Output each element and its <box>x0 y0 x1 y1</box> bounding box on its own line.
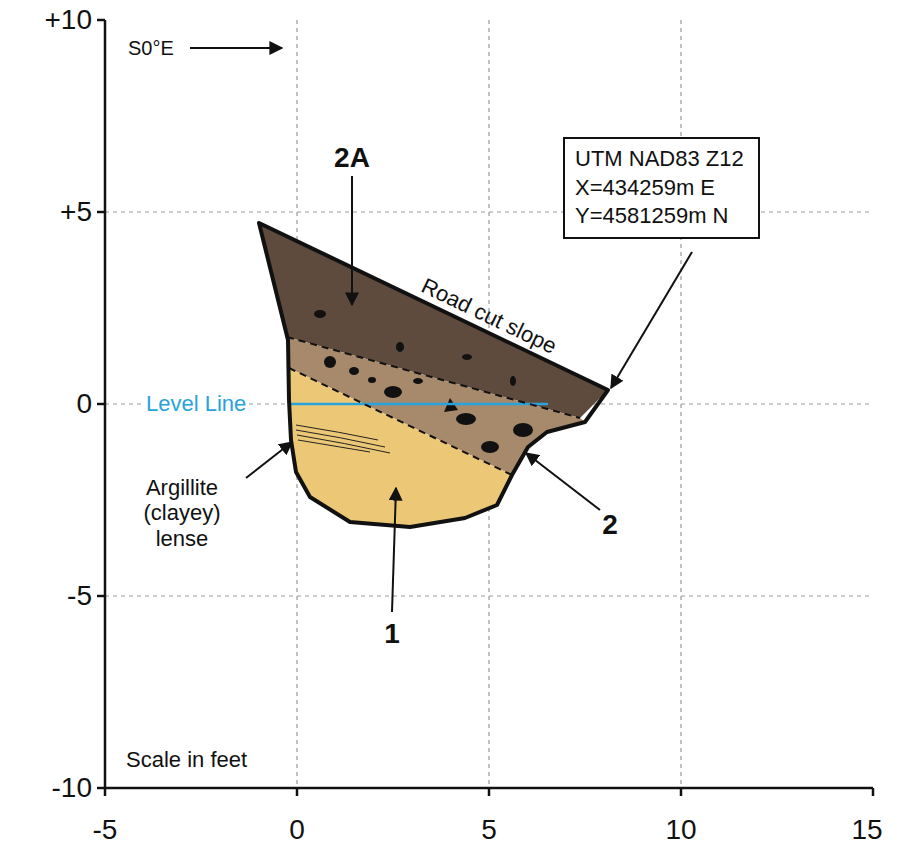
level-line <box>289 403 548 406</box>
axis-tick: -10 <box>52 772 92 804</box>
axis-tick: 5 <box>481 814 497 846</box>
argillite-lens <box>296 425 390 453</box>
grid <box>105 20 873 788</box>
coordinate-box: UTM NAD83 Z12 X=434259m E Y=4581259m N <box>563 137 760 239</box>
level-line-label: Level Line <box>143 391 249 416</box>
axis-tick: -5 <box>67 580 92 612</box>
unit-label: 2A <box>334 142 370 174</box>
axis-tick: -5 <box>93 814 118 846</box>
axes <box>97 20 873 796</box>
feature-label: Argillite (clayey) lense <box>122 475 242 551</box>
unit-label: 1 <box>384 618 400 650</box>
leader-lines <box>190 48 692 612</box>
axis-tick: 0 <box>76 388 92 420</box>
scale-note: Scale in feet <box>126 747 247 772</box>
bearing-label: S0°E <box>128 37 174 60</box>
axis-tick: 0 <box>289 814 305 846</box>
axis-tick: 15 <box>851 814 882 846</box>
axis-tick: +5 <box>60 196 92 228</box>
coordinate-text: UTM NAD83 Z12 X=434259m E Y=4581259m N <box>575 145 748 231</box>
trench-outline <box>259 223 608 527</box>
soil-units <box>259 223 608 527</box>
axis-tick: +10 <box>45 4 93 36</box>
unit-label: 2 <box>602 509 618 541</box>
axis-tick: 10 <box>665 814 696 846</box>
